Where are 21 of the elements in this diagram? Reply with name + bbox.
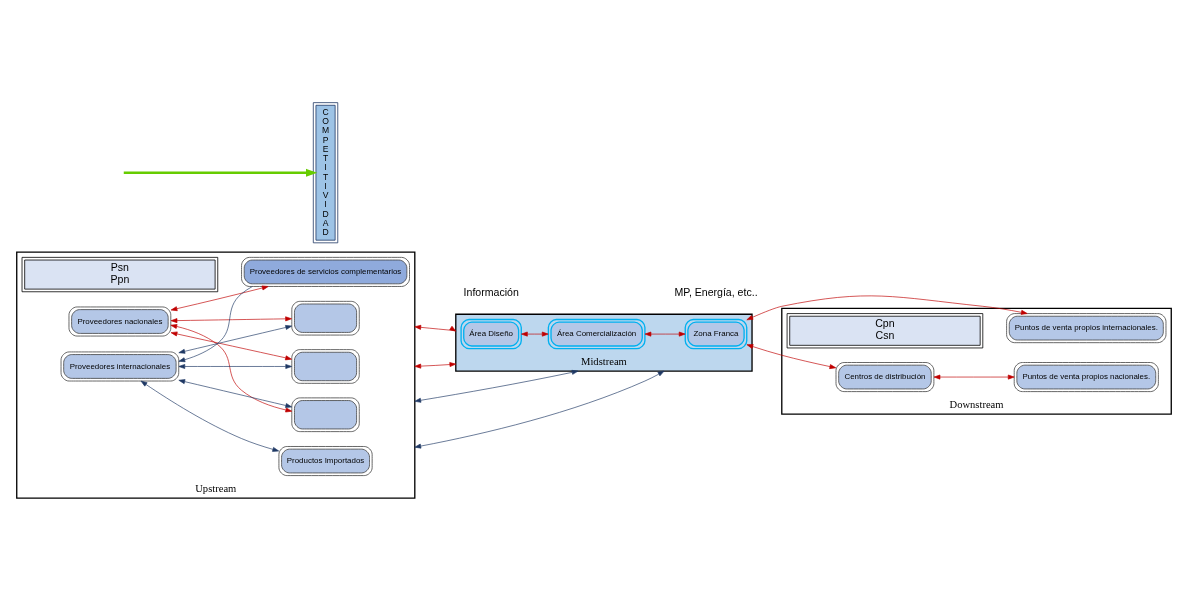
arrow bbox=[178, 285, 253, 362]
label: Información bbox=[463, 285, 519, 298]
arrow bbox=[170, 331, 292, 360]
label: MP, Energía, etc.. bbox=[674, 285, 758, 298]
arrow bbox=[414, 369, 579, 403]
arrow bbox=[140, 380, 280, 452]
arrow bbox=[170, 323, 293, 412]
arrow bbox=[933, 374, 1015, 379]
arrow bbox=[644, 331, 686, 336]
arrow bbox=[178, 378, 292, 408]
arrow bbox=[414, 370, 665, 448]
arrow bbox=[178, 363, 292, 369]
arrow bbox=[170, 285, 269, 311]
arrow bbox=[123, 168, 318, 177]
arrow bbox=[414, 324, 457, 332]
arrow bbox=[178, 324, 292, 354]
arrow bbox=[746, 295, 1028, 320]
arrow bbox=[414, 361, 457, 369]
arrow bbox=[521, 331, 549, 336]
arrow bbox=[170, 315, 292, 323]
arrow bbox=[746, 343, 837, 369]
